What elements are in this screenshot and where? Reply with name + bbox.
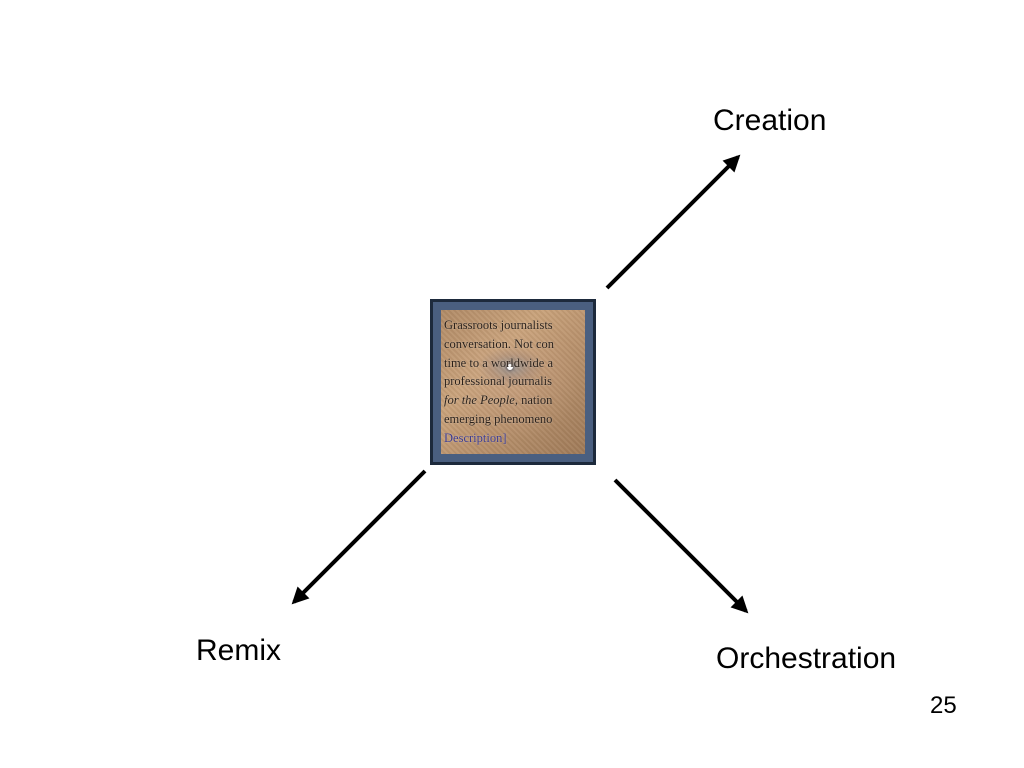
arrow-to-remix [291,469,427,605]
arrow-to-creation [605,154,741,290]
collage-text-line: emerging phenomeno [444,411,553,426]
slide-number: 25 [930,692,957,719]
eye-highlight [507,364,513,370]
collage-text-line: time to a worldwide a [444,355,553,370]
eye-text-collage-image: Grassroots journalists conversation. Not… [441,310,585,454]
center-image-frame: Grassroots journalists conversation. Not… [430,299,596,465]
collage-text: Grassroots journalists conversation. Not… [444,316,554,448]
collage-description-link-text: Description] [444,430,507,445]
collage-text-line: professional journalis [444,374,552,389]
collage-text-italic: for the People [444,393,515,408]
collage-text-fragment: , nation [514,393,553,408]
collage-text-line: conversation. Not con [444,336,555,351]
label-creation: Creation [713,104,827,137]
label-orchestration: Orchestration [716,642,897,675]
collage-text-line-composite: for the People, nation [444,391,554,410]
arrow-to-orchestration [613,478,749,614]
collage-text-line: Grassroots journalists [444,318,553,332]
label-remix: Remix [196,634,282,667]
